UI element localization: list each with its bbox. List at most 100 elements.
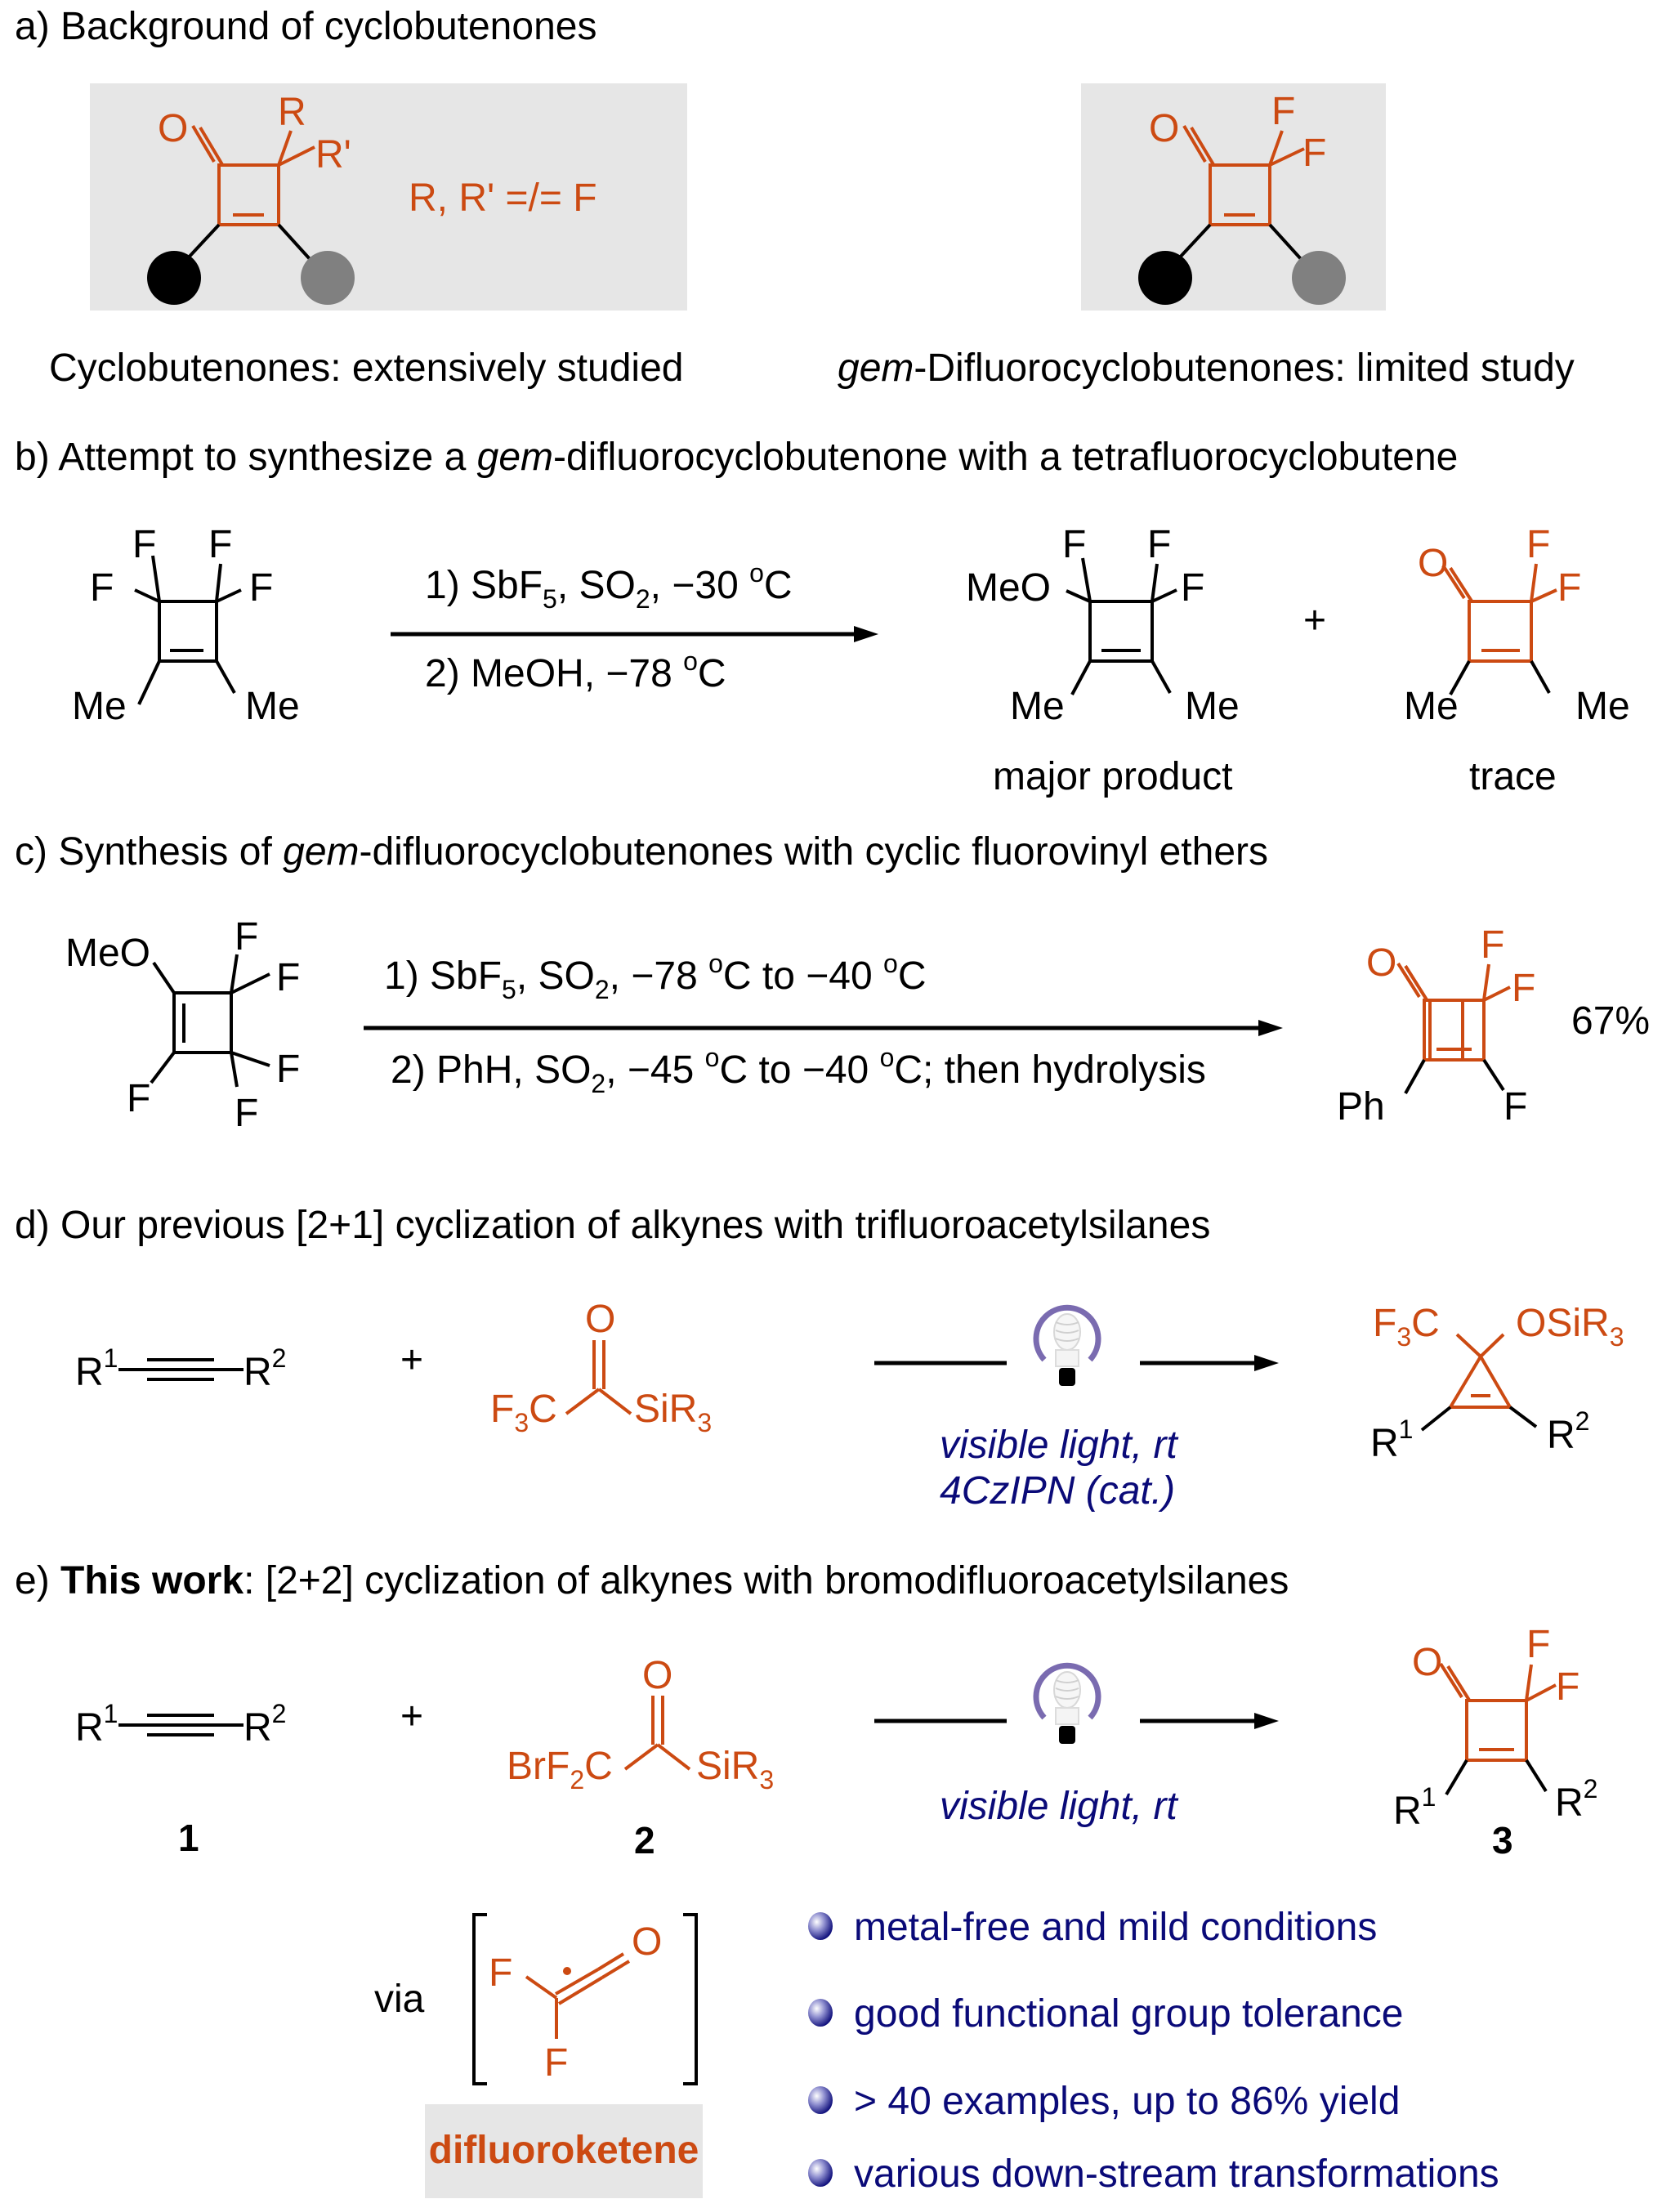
arrow-head — [854, 626, 878, 642]
atom-f: F — [132, 523, 156, 566]
ring — [1423, 999, 1486, 1062]
atom-f: F — [1481, 923, 1504, 967]
c: C — [529, 1388, 557, 1431]
bond — [656, 1743, 691, 1771]
bond — [1530, 660, 1551, 694]
atom-f: F — [235, 915, 258, 959]
atom-sir3: SiR3 — [634, 1388, 712, 1437]
ring — [1428, 999, 1464, 1062]
atom-cf3: F3C — [490, 1388, 557, 1437]
carbonyl-bond-2 — [1404, 964, 1429, 1003]
text: C; then hydrolysis — [894, 1048, 1206, 1092]
phenyl-difluorocyclobutenone — [1428, 999, 1464, 1062]
carbonyl-bond — [1182, 124, 1207, 163]
atom-f: F — [1512, 967, 1535, 1010]
r: R — [1547, 1414, 1575, 1457]
difluoroketene-intermediate: F F O — [472, 1913, 698, 2085]
cyclobutene-ring — [1209, 163, 1271, 226]
bracket-left — [472, 1913, 487, 2085]
atom-f: F — [1526, 1623, 1550, 1666]
title-part: -difluorocyclobutenones with cyclic fluo… — [360, 830, 1269, 874]
title-part: -difluorocyclobutenone with a tetrafluor… — [553, 436, 1458, 479]
subscript: 2 — [595, 975, 610, 1004]
substituent-dot-black — [1138, 251, 1192, 305]
atom-r1: R1 — [75, 1699, 118, 1750]
atom-meo: MeO — [65, 932, 150, 975]
carbonyl-bond — [1439, 1662, 1463, 1699]
brf: BrF — [507, 1745, 570, 1788]
bond — [230, 954, 239, 994]
bond — [134, 588, 160, 603]
difluorocyclobutenone-panel: O F F — [1081, 83, 1386, 311]
cyclic-fluorovinyl-ether: MeO F F F F F — [65, 915, 300, 1135]
feature-text: various down-stream transformations — [854, 2152, 1499, 2196]
text: 2) PhH, SO — [391, 1048, 591, 1092]
superscript: 2 — [1584, 1774, 1598, 1803]
text: , −78 — [610, 954, 708, 998]
atom-ph: Ph — [1337, 1085, 1385, 1129]
trifluoroacetylsilane: O F3C SiR3 — [490, 1298, 712, 1437]
section-b: b) Attempt to synthesize a gem-difluoroc… — [15, 436, 1630, 798]
superscript: 2 — [272, 1343, 287, 1373]
degree: o — [705, 1043, 720, 1072]
r-not-f-note: R, R' =/= F — [409, 177, 597, 220]
bond — [525, 1975, 558, 2000]
atom-o: O — [632, 1920, 662, 1964]
bond — [1066, 589, 1091, 603]
cyclopropene-product: F3C OSiR3 R1 R2 — [1370, 1302, 1624, 1465]
text: C to −40 — [723, 954, 883, 998]
caption-rest: -Difluorocyclobutenones: limited study — [914, 346, 1574, 390]
text: , SO — [516, 954, 595, 998]
feature-item: > 40 examples, up to 86% yield — [808, 2080, 1400, 2123]
bond — [1445, 1759, 1468, 1796]
bullet-icon — [808, 1999, 833, 2027]
atom-me: Me — [72, 685, 127, 728]
atom-f: F — [276, 1048, 300, 1091]
r: R — [75, 1351, 104, 1394]
sp-carbon-dot — [563, 1967, 571, 1975]
f-bond-2 — [1269, 147, 1305, 167]
carbonyl-bond-2 — [199, 126, 225, 168]
light-rays — [1033, 1304, 1101, 1362]
bullet-icon — [808, 1912, 833, 1940]
osi: OSiR — [1516, 1302, 1610, 1345]
title-italic: gem — [283, 830, 359, 874]
atom-f: F — [1181, 566, 1204, 610]
arrow-head — [1254, 1713, 1279, 1729]
superscript: 1 — [104, 1699, 118, 1728]
subscript: 5 — [502, 975, 516, 1004]
r: R — [75, 1706, 104, 1750]
r-bond — [277, 130, 293, 166]
bond — [1449, 660, 1471, 695]
title-part: b) Attempt to synthesize a — [15, 436, 477, 479]
section-e-title: e) This work: [2+2] cyclization of alkyn… — [15, 1559, 1289, 1602]
text: 2) MeOH, −78 — [425, 652, 683, 695]
substituent-bond-left — [185, 223, 221, 261]
bond — [1420, 1406, 1452, 1432]
bond — [215, 660, 236, 694]
compound-label-1: 1 — [178, 1817, 199, 1859]
subscript: 2 — [570, 1765, 584, 1795]
bond — [230, 972, 270, 994]
bond — [623, 1743, 659, 1771]
feature-text: > 40 examples, up to 86% yield — [854, 2080, 1400, 2123]
atom-meo: MeO — [966, 566, 1051, 610]
atom-me: Me — [1010, 685, 1065, 728]
atom-f: F — [1504, 1085, 1527, 1129]
ring-bond — [1449, 1355, 1482, 1409]
section-b-title: b) Attempt to synthesize a gem-difluoroc… — [15, 436, 1458, 479]
section-a: a) Background of cyclobutenones O R R' R… — [15, 5, 1575, 390]
atom-f: F — [1271, 90, 1295, 133]
subscript: 3 — [697, 1408, 712, 1437]
bond — [1525, 1664, 1533, 1701]
atom-r1: R1 — [75, 1343, 118, 1394]
bulb-coil — [1055, 1679, 1079, 1700]
bond — [1081, 557, 1092, 602]
bond — [1508, 1406, 1538, 1428]
title-bold: This work — [60, 1559, 244, 1602]
f: F — [1373, 1302, 1396, 1345]
atom-r2: R2 — [244, 1343, 286, 1394]
carbonyl-bond — [1441, 564, 1466, 600]
atom-f: F — [1302, 132, 1326, 175]
carbonyl-bond-2 — [1190, 126, 1216, 168]
